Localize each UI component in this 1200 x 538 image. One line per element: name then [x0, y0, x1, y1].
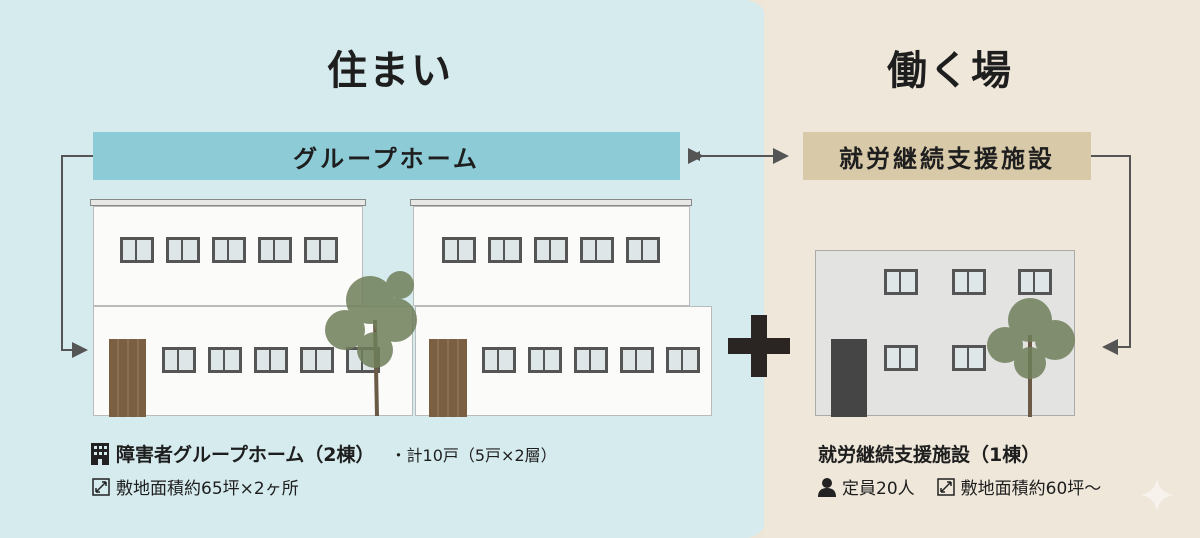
- unit-count: ・計10戸（5戸×2層）: [390, 445, 557, 465]
- group-home-area: 敷地面積約65坪×2ヶ所: [92, 474, 299, 499]
- work-facility-label: 就労継続支援施設（1棟）: [818, 444, 1041, 466]
- capacity-text: 定員20人: [842, 479, 915, 499]
- group-home-1-lower: [93, 306, 413, 417]
- right-loop-arrow: [1091, 155, 1131, 355]
- area-icon: [936, 477, 955, 496]
- group-home-info: 障害者グループホーム（2棟） ・計10戸（5戸×2層）: [90, 440, 557, 467]
- group-home-1-upper: [93, 206, 363, 306]
- building-icon: [91, 442, 109, 465]
- door: [109, 339, 146, 417]
- door: [429, 339, 467, 417]
- area-icon: [92, 477, 110, 496]
- work-facility-details: 定員20人 敷地面積約60坪～: [818, 474, 1101, 499]
- housing-title: 住まい: [327, 48, 453, 94]
- work-facility-info: 就労継続支援施設（1棟）: [818, 440, 1040, 467]
- tree-icon: [325, 271, 417, 417]
- group-home-area-text: 敷地面積約65坪×2ヶ所: [116, 479, 299, 499]
- group-home-label: 障害者グループホーム（2棟）: [116, 444, 375, 466]
- door: [831, 339, 867, 417]
- person-icon: [818, 477, 836, 497]
- left-loop-arrow: [61, 155, 93, 358]
- tree-icon: [987, 298, 1075, 417]
- work-facility-banner: 就労継続支援施設: [803, 132, 1091, 180]
- plus-icon: [728, 315, 790, 377]
- sparkle-icon: [1140, 478, 1174, 512]
- group-home-banner: グループホーム: [93, 132, 680, 180]
- group-home-2-upper: [413, 206, 690, 306]
- work-area-text: 敷地面積約60坪～: [960, 479, 1102, 499]
- work-title: 働く場: [887, 48, 1013, 94]
- group-home-2-lower: [415, 306, 712, 417]
